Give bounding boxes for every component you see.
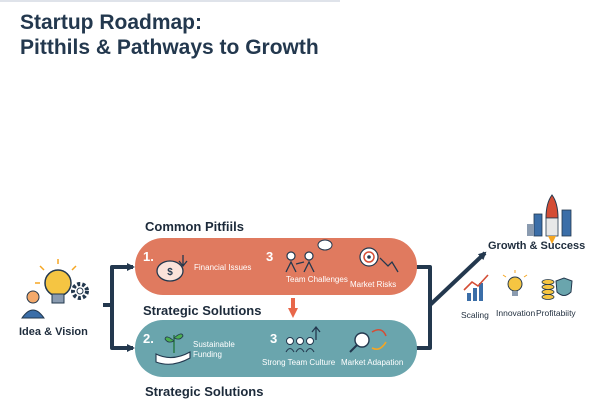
solution-1-label-line-1: Sustainable	[193, 340, 235, 349]
outcome-innovation-label: Innovation	[496, 308, 536, 318]
solution-3-label: Market Adapation	[341, 358, 404, 367]
solutions-heading-lower: Strategic Solutions	[145, 384, 264, 399]
target-declining-icon	[359, 247, 399, 273]
team-growth-icon	[285, 325, 321, 353]
outcome-profitability-label: Profitabiity	[536, 308, 576, 318]
person-icon	[21, 290, 45, 319]
plant-hand-icon	[155, 333, 191, 365]
bar-chart-icon	[463, 274, 489, 301]
pitfall-2-label: Team Challenges	[286, 275, 348, 284]
solutions-band	[135, 320, 417, 377]
start-label: Idea & Vision	[19, 326, 88, 338]
solutions-heading-upper: Strategic Solutions	[143, 303, 262, 318]
title-line-1: Startup Roadmap:	[20, 11, 203, 34]
lightbulb-icon	[35, 259, 77, 304]
title-line-2: Pitthils & Pathways to Growth	[20, 36, 319, 59]
pitfalls-band	[135, 238, 417, 295]
svg-text:$: $	[167, 267, 173, 278]
solution-2-number: 3	[270, 331, 278, 346]
magnifier-cycle-icon	[349, 328, 387, 353]
flow-arrows	[103, 251, 487, 352]
arrow-pitfalls-exit	[415, 265, 432, 305]
coins-shield-icon	[541, 277, 573, 300]
arrow-to-solutions	[103, 303, 135, 352]
gear-icon	[71, 282, 89, 300]
arrow-to-pitfalls	[103, 263, 135, 307]
outcome-scaling-label: Scaling	[461, 310, 489, 320]
goal-label: Growth & Success	[488, 240, 586, 252]
pitfall-1-number: 1.	[143, 249, 154, 264]
solution-1-number: 2.	[143, 331, 154, 346]
pitfall-3-label: Market Risks	[350, 280, 397, 289]
solution-1-label-line-2: Funding	[193, 350, 222, 359]
arrow-to-growth	[428, 251, 487, 307]
page-title: Startup Roadmap: Pitthils & Pathways to …	[20, 10, 319, 60]
team-conflict-icon	[285, 239, 333, 273]
piggy-bank-icon: $	[156, 255, 188, 282]
pitfall-1-label: Financial Issues	[194, 263, 252, 272]
top-border	[0, 0, 340, 2]
rocket-city-icon	[527, 194, 572, 244]
pitfall-2-number: 3	[266, 249, 274, 264]
pitfalls-heading: Common Pitfiils	[145, 219, 244, 234]
solution-2-label: Strong Team Culture	[262, 358, 336, 367]
arrow-solutions-exit	[415, 305, 432, 350]
bulb-icon	[502, 270, 528, 296]
